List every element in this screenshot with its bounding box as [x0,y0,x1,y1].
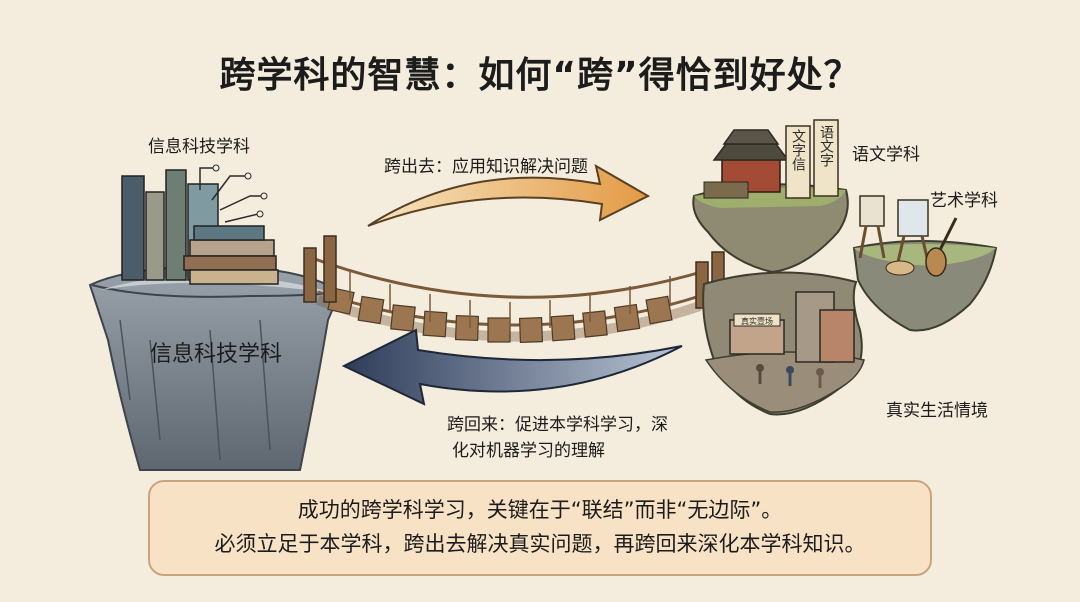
summary-line1: 成功的跨学科学习，关键在于“联结”而非“无边际”。 [297,498,783,522]
island-chinese-label: 语文学科 [852,145,920,165]
left-cliff-side-label: 信息科技学科 [150,342,283,367]
shop-sign-text: 真实壹场 [741,316,773,326]
island-real-life: 真实壹场 [702,271,865,416]
scroll-text-1: 语文字 [818,125,834,167]
arrow-back-label-line1: 跨回来：促进本学科学习，深 [447,415,668,435]
island-art-label: 艺术学科 [930,191,998,211]
island-art [852,195,998,332]
island-chinese: 语文字 文字信 [692,119,849,274]
left-cliff-top-label: 信息科技学科 [148,137,250,157]
arrow-out [367,163,651,227]
summary-line2: 必须立足于本学科，跨出去解决真实问题，再跨回来深化本学科知识。 [214,532,866,556]
scroll-text-2: 文字信 [790,129,806,171]
page-title: 跨学科的智慧：如何“跨”得恰到好处？ [219,55,861,96]
island-real-life-label: 真实生活情境 [886,401,988,421]
arrow-out-label: 跨出去：应用知识解决问题 [384,157,588,177]
arrow-back-label-line2: 化对机器学习的理解 [452,441,605,461]
left-cliff [88,265,342,471]
summary-box: 成功的跨学科学习，关键在于“联结”而非“无边际”。 必须立足于本学科，跨出去解决… [148,480,932,576]
arrow-back [341,328,683,406]
arrow-back-label: 跨回来：促进本学科学习，深 化对机器学习的理解 [400,412,668,464]
rope-bridge [303,235,725,343]
books-stack [121,164,279,285]
